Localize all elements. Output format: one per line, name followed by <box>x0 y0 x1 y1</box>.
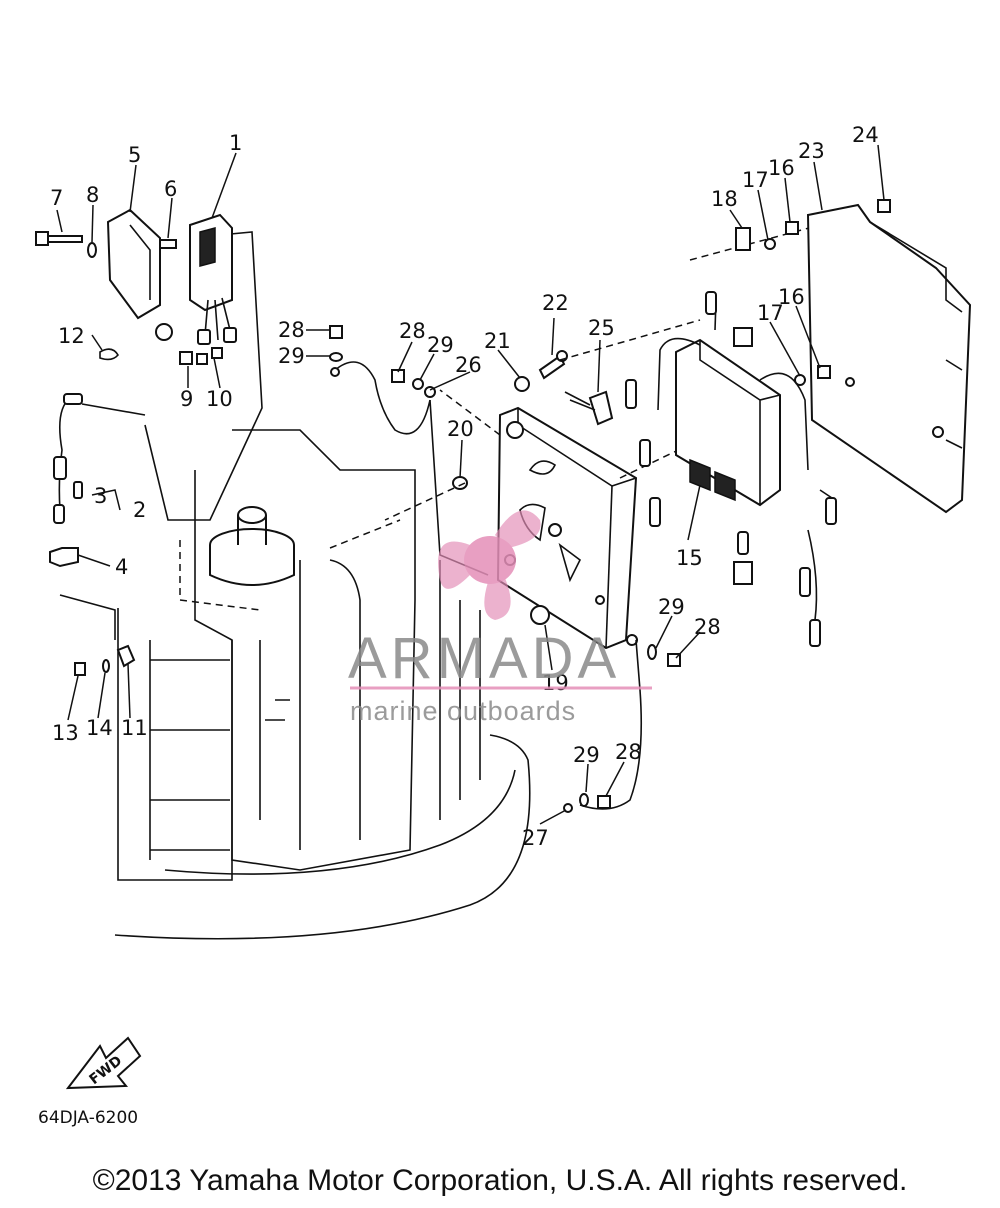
callout-15: 15 <box>676 546 703 570</box>
callout-19: 19 <box>542 671 569 695</box>
callout-10: 10 <box>206 387 233 411</box>
callout-20: 20 <box>447 417 474 441</box>
callout-27: 27 <box>522 826 549 850</box>
mounting-plate-group <box>334 224 821 813</box>
callout-11: 11 <box>121 716 148 740</box>
fastener-hardware <box>329 325 681 809</box>
propeller-icon <box>438 510 541 620</box>
callout-5: 5 <box>128 143 141 167</box>
callout-12: 12 <box>58 324 85 348</box>
callout-6: 6 <box>164 177 177 201</box>
callout-16-lower: 16 <box>778 285 805 309</box>
diagram-code: 64DJA-6200 <box>38 1108 139 1128</box>
callout-28-center-left: 28 <box>399 319 426 343</box>
callout-28-lower: 28 <box>615 740 642 764</box>
callout-29-upper-left: 29 <box>278 344 305 368</box>
callout-21: 21 <box>484 329 511 353</box>
callout-28-right: 28 <box>694 615 721 639</box>
watermark-brand: ARMADA <box>348 626 620 691</box>
callout-3: 3 <box>94 484 107 508</box>
callout-28-upper-left: 28 <box>278 318 305 342</box>
callout-29-lower: 29 <box>573 743 600 767</box>
callout-29-right: 29 <box>658 595 685 619</box>
ignition-coil-group <box>35 208 263 676</box>
callout-17-upper: 17 <box>742 168 769 192</box>
callout-22: 22 <box>542 291 569 315</box>
callout-7: 7 <box>50 186 63 210</box>
callout-24: 24 <box>852 123 879 147</box>
callout-9: 9 <box>180 387 193 411</box>
callout-25: 25 <box>588 316 615 340</box>
callout-17-lower: 17 <box>757 301 784 325</box>
engine-block <box>59 429 531 940</box>
watermark-logo: ARMADA marine outboards <box>348 510 652 726</box>
watermark-tagline: marine outboards <box>350 696 576 726</box>
callout-2: 2 <box>133 498 146 522</box>
fwd-arrow-icon: FWD <box>65 1036 142 1090</box>
copyright-notice: ©2013 Yamaha Motor Corporation, U.S.A. A… <box>92 1164 908 1197</box>
callout-13: 13 <box>52 721 79 745</box>
callout-18: 18 <box>711 187 738 211</box>
callout-numbers: 1 5 6 7 8 12 28 29 9 10 3 2 4 13 14 11 2… <box>50 123 879 850</box>
callout-26: 26 <box>455 353 482 377</box>
callout-4: 4 <box>115 555 128 579</box>
cdi-unit-group <box>625 199 972 647</box>
callout-8: 8 <box>86 183 99 207</box>
callout-1: 1 <box>229 131 242 155</box>
callout-14: 14 <box>86 716 113 740</box>
callout-16-upper: 16 <box>768 156 795 180</box>
callout-23: 23 <box>798 139 825 163</box>
callout-leaders <box>56 144 885 825</box>
callout-29-center-left: 29 <box>427 333 454 357</box>
